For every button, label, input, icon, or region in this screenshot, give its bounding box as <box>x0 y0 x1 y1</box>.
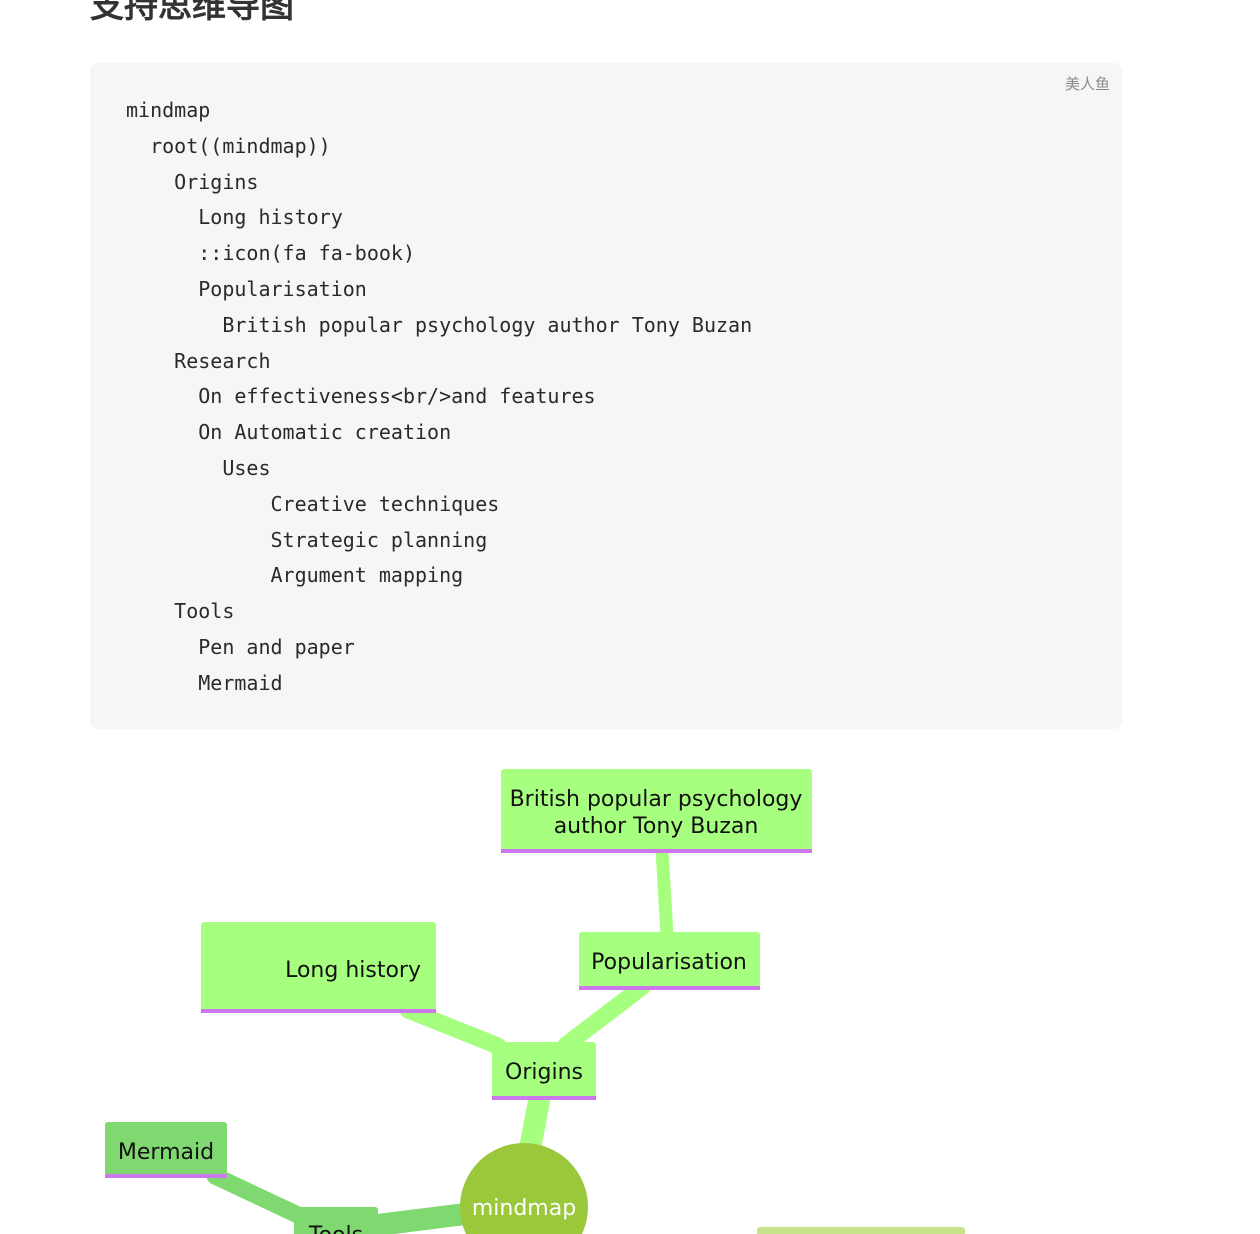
code-line: Long history <box>126 205 343 230</box>
code-line: Mermaid <box>126 670 283 695</box>
edge-origins-popularisation <box>557 978 651 1054</box>
node-long-history-label: Long history <box>285 958 421 983</box>
code-line: Argument mapping <box>126 563 464 588</box>
code-line: Strategic planning <box>126 527 488 552</box>
code-block[interactable]: 美人鱼 mindmap root((mindmap)) Origins Long… <box>90 63 1122 729</box>
node-popularisation[interactable]: Popularisation <box>579 932 760 990</box>
edge-tools-mermaid <box>206 1167 309 1225</box>
code-line: ::icon(fa fa-book) <box>126 241 415 266</box>
node-tools-label: Tools <box>308 1223 363 1234</box>
code-line: root((mindmap)) <box>126 133 331 158</box>
edge-origins-long-history <box>399 1001 507 1055</box>
code-line: British popular psychology author Tony B… <box>126 312 753 337</box>
node-british-line1: British popular psychology <box>510 787 803 812</box>
node-mermaid[interactable]: Mermaid <box>105 1122 227 1178</box>
code-language-label: 美人鱼 <box>1064 75 1110 93</box>
node-root-label: mindmap <box>472 1196 576 1221</box>
node-research-partial[interactable] <box>757 1227 965 1234</box>
edge-root-origins <box>519 1085 551 1159</box>
code-line: Popularisation <box>126 276 367 301</box>
code-line: Research <box>126 348 271 373</box>
edge-popularisation-british <box>655 843 674 942</box>
code-line: On Automatic creation <box>126 420 452 445</box>
node-popularisation-label: Popularisation <box>591 950 747 975</box>
code-line: Pen and paper <box>126 634 355 659</box>
node-mermaid-label: Mermaid <box>118 1140 214 1165</box>
mindmap-diagram: British popular psychology author Tony B… <box>105 769 965 1234</box>
node-origins[interactable]: Origins <box>492 1042 596 1100</box>
code-line: Uses <box>126 455 271 480</box>
code-line: Origins <box>126 169 259 194</box>
code-line: Tools <box>126 599 235 624</box>
node-origins-label: Origins <box>505 1060 583 1085</box>
code-line: On effectiveness<br/>and features <box>126 384 596 409</box>
page-heading: 支持思维导图 <box>90 0 294 26</box>
code-line: mindmap <box>126 98 211 122</box>
code-line: Creative techniques <box>126 491 500 516</box>
node-british[interactable]: British popular psychology author Tony B… <box>501 769 812 853</box>
node-long-history[interactable]: Long history <box>201 922 436 1013</box>
edge-root-tools <box>359 1203 476 1234</box>
node-root[interactable]: mindmap <box>460 1143 588 1234</box>
code-lines: mindmap root((mindmap)) Origins Long his… <box>126 93 752 702</box>
node-british-line2: author Tony Buzan <box>554 814 759 839</box>
node-tools[interactable]: Tools <box>294 1207 378 1234</box>
